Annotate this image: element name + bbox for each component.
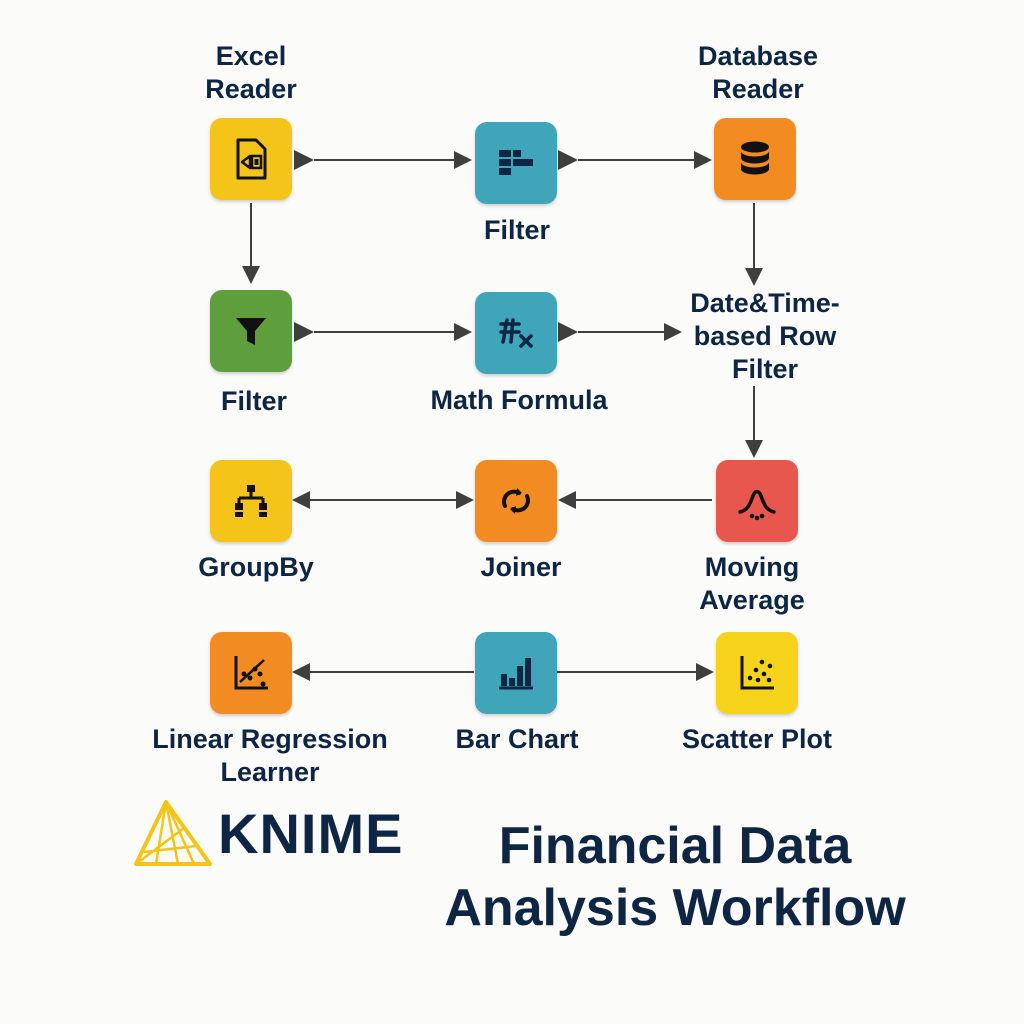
- groupby-hierarchy-icon: [235, 485, 267, 517]
- joiner-label: Joiner: [480, 552, 562, 582]
- linear-regression-node[interactable]: [210, 632, 292, 714]
- moving-average-icon: [738, 489, 776, 521]
- filter-top-out-port[interactable]: [558, 150, 578, 170]
- datetime-filter-label[interactable]: Date&Time- based Row Filter: [690, 288, 840, 384]
- math-formula-label: Math Formula: [430, 385, 608, 415]
- groupby-node[interactable]: [210, 460, 292, 542]
- joiner-node[interactable]: [475, 460, 557, 542]
- moving-average-node[interactable]: [716, 460, 798, 542]
- linear-regression-label: Linear Regression Learner: [152, 724, 388, 787]
- database-reader-label: Database Reader: [697, 41, 819, 104]
- excel-reader-icon: [236, 138, 267, 180]
- knime-triangle-icon: [134, 800, 212, 866]
- database-reader-node[interactable]: [714, 118, 796, 200]
- joiner-icon: [502, 488, 530, 514]
- regression-icon: [234, 656, 268, 690]
- excel-reader-node[interactable]: [210, 118, 292, 200]
- filter-green-label: Filter: [220, 386, 288, 416]
- scatter-plot-node[interactable]: [716, 632, 798, 714]
- bar-chart-node[interactable]: [475, 632, 557, 714]
- database-icon: [741, 141, 769, 175]
- filter-top-label: Filter: [483, 215, 551, 245]
- bar-chart-icon: [499, 658, 533, 690]
- knime-logo: KNIME: [134, 800, 403, 868]
- moving-average-label: Moving Average: [699, 552, 805, 615]
- filter-top-node[interactable]: [475, 122, 557, 204]
- math-formula-icon: [499, 318, 533, 348]
- funnel-icon: [236, 318, 266, 345]
- scatter-plot-icon: [740, 656, 774, 690]
- math-formula-out-port[interactable]: [558, 322, 578, 342]
- math-formula-node[interactable]: [475, 292, 557, 374]
- filter-green-node[interactable]: [210, 290, 292, 372]
- filter-green-out-port[interactable]: [294, 322, 314, 342]
- filter-table-icon: [499, 150, 533, 175]
- page-title: Financial Data Analysis Workflow: [444, 817, 906, 937]
- bar-chart-label: Bar Chart: [455, 724, 579, 754]
- groupby-label: GroupBy: [198, 552, 314, 582]
- scatter-plot-label: Scatter Plot: [681, 724, 833, 754]
- excel-reader-out-port[interactable]: [294, 150, 314, 170]
- knime-wordmark: KNIME: [218, 802, 404, 865]
- excel-reader-label: Excel Reader: [205, 41, 297, 104]
